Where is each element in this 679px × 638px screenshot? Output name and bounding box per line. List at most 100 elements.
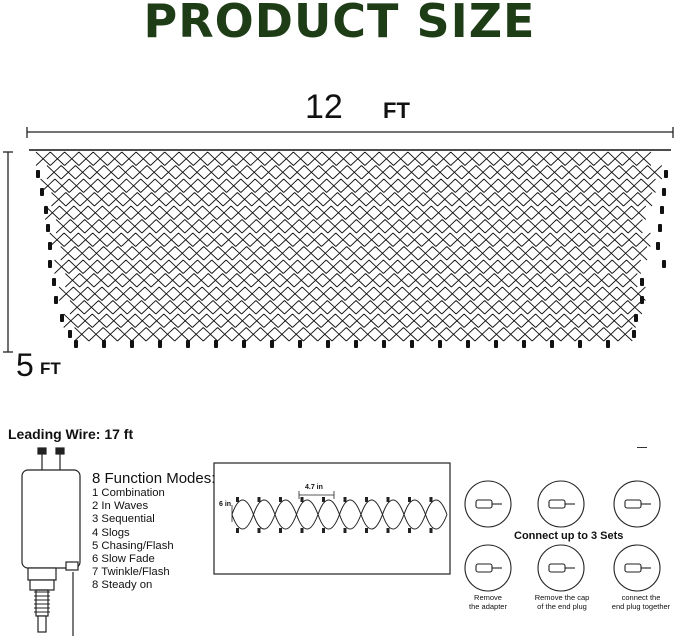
bulb xyxy=(158,340,162,348)
mode-item: 4 Slogs xyxy=(92,526,130,539)
mode-item: 5 Chasing/Flash xyxy=(92,539,174,552)
plug-shape xyxy=(548,563,566,573)
mode-item: 1 Combination xyxy=(92,487,165,499)
connect-title: Connect up to 3 Sets xyxy=(514,530,624,542)
bulb xyxy=(322,497,325,502)
bulb xyxy=(52,278,56,286)
bulb xyxy=(257,497,261,502)
bulb xyxy=(326,340,330,348)
bulb xyxy=(74,340,78,348)
bulb-spacing-label: 4.7 in xyxy=(305,484,323,491)
spacing-detail xyxy=(213,462,451,575)
bulb xyxy=(102,340,106,348)
bulb xyxy=(48,260,52,268)
bulb xyxy=(429,497,433,502)
bulb xyxy=(279,497,282,502)
mode-item: 6 Slow Fade xyxy=(92,553,155,566)
bulb xyxy=(242,340,246,348)
bulb xyxy=(186,340,190,348)
bulb xyxy=(257,528,261,533)
function-modes-title: 8 Function Modes: xyxy=(92,470,216,487)
step-icon-connect-plugs xyxy=(613,544,661,592)
bulb xyxy=(36,170,40,178)
bulb xyxy=(298,340,302,348)
bulb xyxy=(438,340,442,348)
bulb xyxy=(408,497,411,502)
bulb xyxy=(578,340,582,348)
bulb xyxy=(54,296,58,304)
bulb xyxy=(606,340,610,348)
mode-item: 3 Sequential xyxy=(92,513,155,526)
divider xyxy=(637,447,647,448)
bulb xyxy=(550,340,554,348)
step-icon-plug xyxy=(464,480,512,528)
row-gap-label: 6 in xyxy=(219,501,232,508)
mode-item: 2 In Waves xyxy=(92,500,149,513)
plug-shape xyxy=(624,499,642,509)
bulb xyxy=(279,528,282,533)
bulb xyxy=(494,340,498,348)
width-dimension-line xyxy=(26,127,674,138)
bulb xyxy=(664,170,668,178)
bulb xyxy=(429,528,433,533)
bulb xyxy=(214,340,218,348)
bulb xyxy=(662,188,666,196)
chain-links xyxy=(231,499,448,530)
bulb xyxy=(634,314,638,322)
bulb xyxy=(68,330,72,338)
bulb xyxy=(365,528,368,533)
mode-item: 7 Twinkle/Flash xyxy=(92,566,170,579)
height-value: 5 xyxy=(16,347,34,383)
bulb xyxy=(46,224,50,232)
bulb xyxy=(632,330,636,338)
bulb xyxy=(382,340,386,348)
bulb xyxy=(656,242,660,250)
height-unit: FT xyxy=(40,359,61,378)
step-icon-plug-pair xyxy=(613,480,661,528)
bulb xyxy=(322,528,325,533)
bulb xyxy=(40,188,44,196)
width-value: 12 xyxy=(305,88,343,126)
bulb xyxy=(48,242,52,250)
bulb xyxy=(658,224,662,232)
step-icon-adapter-remove xyxy=(537,480,585,528)
plug-shape xyxy=(624,563,642,573)
bulb xyxy=(408,528,411,533)
plug-shape xyxy=(475,499,493,509)
bulb xyxy=(365,497,368,502)
page-title: PRODUCT SIZE xyxy=(143,0,536,48)
bulb xyxy=(60,314,64,322)
bulb xyxy=(640,296,644,304)
bulb xyxy=(130,340,134,348)
bulb xyxy=(386,528,390,533)
spacing-marker xyxy=(231,491,335,522)
function-modes-list: 1 Combination 2 In Waves 3 Sequential 4 … xyxy=(92,487,174,593)
bulb xyxy=(300,497,304,502)
net-lights xyxy=(29,149,671,348)
net-mesh xyxy=(35,151,663,342)
plug-shape xyxy=(475,563,493,573)
leading-wire-label: Leading Wire: 17 ft xyxy=(8,426,134,442)
step-icon-remove-cap xyxy=(537,544,585,592)
bulb-chain xyxy=(231,497,448,533)
step-icon-remove-adapter xyxy=(464,544,512,592)
bulb xyxy=(44,206,48,214)
width-unit: FT xyxy=(383,98,410,123)
bulb xyxy=(343,528,347,533)
mode-item: 8 Steady on xyxy=(92,579,153,592)
bulb xyxy=(236,497,239,502)
bulb xyxy=(466,340,470,348)
bulb xyxy=(386,497,390,502)
bulb xyxy=(662,260,666,268)
power-adapter xyxy=(21,447,81,636)
bulb xyxy=(300,528,304,533)
connection-steps xyxy=(464,480,661,592)
bulb xyxy=(270,340,274,348)
plug-shape xyxy=(548,499,566,509)
bulb xyxy=(236,528,239,533)
bulb xyxy=(522,340,526,348)
height-dimension-line xyxy=(3,151,13,353)
